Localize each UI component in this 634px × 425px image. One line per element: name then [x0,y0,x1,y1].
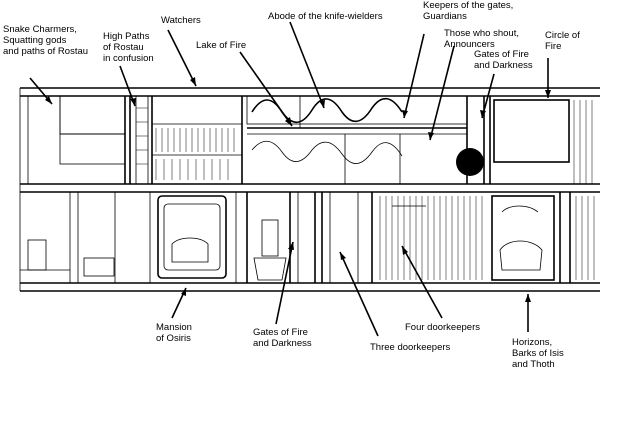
upper-register [27,95,593,185]
label-horizons: Horizons, Barks of Isis and Thoth [512,337,564,370]
pointer-lake-of-fire [239,51,293,127]
label-abode: Abode of the knife-wielders [268,11,383,22]
pointer-gates-top [481,73,495,119]
pointer-gates-bottom [275,241,294,325]
label-mansion: Mansion of Osiris [156,322,192,344]
pointer-four-doorkeepers [401,245,443,319]
label-snake-charmers: Snake Charmers, Squatting gods and paths… [3,24,89,57]
label-keepers: Keepers of the gates, Guardians [423,0,514,22]
pointer-those-who-shout [429,45,455,141]
label-three-doorkeepers: Three doorkeepers [370,342,451,353]
tomb-outline [19,87,600,292]
pointer-keepers [403,33,425,119]
pointer-watchers [167,29,197,87]
pointer-three-doorkeepers [339,251,379,337]
label-gates-top: Gates of Fire and Darkness [474,49,533,71]
label-circle-of-fire: Circle of Fire [545,30,580,52]
label-four-doorkeepers: Four doorkeepers [405,322,480,333]
label-those-who-shout: Those who shout, Announcers [444,28,519,50]
label-gates-bottom: Gates of Fire and Darkness [253,327,312,349]
label-high-paths: High Paths of Rostau in confusion [103,31,154,64]
label-watchers: Watchers [161,15,201,26]
pointer-lines [29,21,551,337]
lower-register [20,192,595,283]
label-lake-of-fire: Lake of Fire [196,40,247,51]
pointer-abode [289,21,325,109]
